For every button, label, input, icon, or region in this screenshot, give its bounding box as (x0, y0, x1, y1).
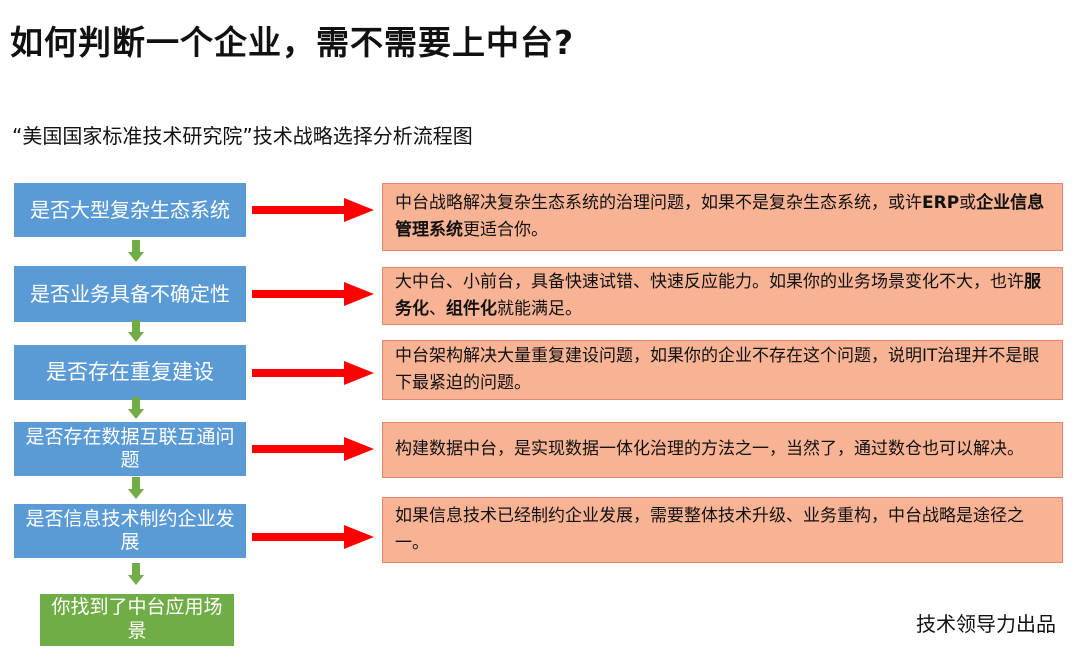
answer-keyword: 企业信息管理系统 (395, 192, 1045, 240)
answer-keyword: 组件化 (446, 299, 497, 319)
diagram-subtitle: “美国国家标准技术研究院”技术战略选择分析流程图 (12, 124, 473, 148)
answer-box-5: 如果信息技术已经制约企业发展，需要整体技术升级、业务重构，中台战略是途径之一。 (382, 497, 1063, 563)
answer-run: 如果信息技术已经制约企业发展，需要整体技术升级、业务重构，中台战略是途径之一。 (395, 505, 1024, 553)
answer-run: 就能满足。 (497, 299, 582, 319)
down-arrow-3 (128, 397, 144, 419)
right-arrow-4 (252, 437, 374, 461)
answer-run: 或 (959, 192, 977, 213)
right-arrow-1 (252, 198, 374, 222)
right-arrow-5 (252, 525, 374, 549)
answer-run: 更适合你。 (463, 220, 548, 240)
answer-box-1: 中台战略解决复杂生态系统的治理问题，如果不是复杂生态系统，或许ERP或企业信息管… (382, 183, 1063, 251)
answer-text-4: 构建数据中台，是实现数据一体化治理的方法之一，当然了，通过数仓也可以解决。 (395, 436, 1024, 463)
question-box-1: 是否大型复杂生态系统 (14, 183, 246, 237)
final-result-box: 你找到了中台应用场景 (40, 594, 234, 646)
down-arrow-1 (128, 240, 144, 262)
question-box-5: 是否信息技术制约企业发展 (14, 504, 246, 558)
question-box-2: 是否业务具备不确定性 (14, 266, 246, 322)
answer-text-2: 大中台、小前台，具备快速试错、快速反应能力。如果你的业务场景变化不大，也许服务化… (395, 269, 1050, 323)
answer-box-3: 中台架构解决大量重复建设问题，如果你的企业不存在这个问题，说明IT治理并不是眼下… (382, 340, 1063, 400)
answer-run: 构建数据中台，是实现数据一体化治理的方法之一，当然了，通过数仓也可以解决。 (395, 439, 1024, 460)
credit-text: 技术领导力出品 (916, 612, 1056, 636)
down-arrow-4 (128, 477, 144, 499)
answer-run: 中台架构解决大量重复建设问题，如果你的企业不存在这个问题，说明IT治理并不是眼下… (395, 345, 1040, 393)
right-arrow-3 (252, 361, 374, 385)
answer-keyword: ERP (922, 192, 960, 213)
down-arrow-5 (128, 563, 144, 585)
answer-text-5: 如果信息技术已经制约企业发展，需要整体技术升级、业务重构，中台战略是途径之一。 (395, 503, 1050, 557)
page-title: 如何判断一个企业，需不需要上中台? (10, 23, 575, 62)
answer-box-4: 构建数据中台，是实现数据一体化治理的方法之一，当然了，通过数仓也可以解决。 (382, 422, 1063, 478)
right-arrow-2 (252, 282, 374, 306)
answer-text-3: 中台架构解决大量重复建设问题，如果你的企业不存在这个问题，说明IT治理并不是眼下… (395, 343, 1050, 397)
answer-box-2: 大中台、小前台，具备快速试错、快速反应能力。如果你的业务场景变化不大，也许服务化… (382, 267, 1063, 325)
answer-run: 、 (429, 299, 446, 319)
answer-text-1: 中台战略解决复杂生态系统的治理问题，如果不是复杂生态系统，或许ERP或企业信息管… (395, 190, 1050, 244)
question-box-4: 是否存在数据互联互通问题 (14, 422, 246, 476)
down-arrow-2 (128, 320, 144, 342)
answer-keyword: 服务化 (395, 271, 1041, 319)
question-box-3: 是否存在重复建设 (14, 345, 246, 400)
answer-run: 中台战略解决复杂生态系统的治理问题，如果不是复杂生态系统，或许 (395, 192, 922, 213)
answer-run: 大中台、小前台，具备快速试错、快速反应能力。如果你的业务场景变化不大，也许 (395, 271, 1024, 292)
